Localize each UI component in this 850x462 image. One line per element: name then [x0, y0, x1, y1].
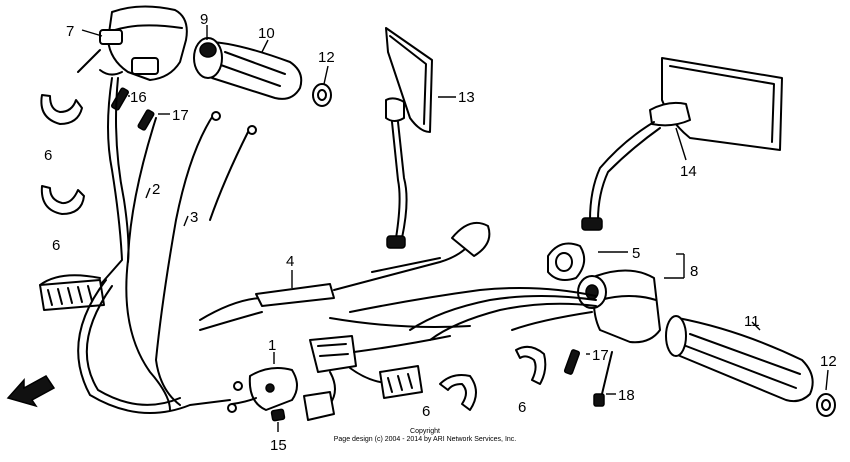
- copyright-notice: Page design (c) 2004 - 2014 by ARI Netwo…: [333, 436, 517, 443]
- front-direction-arrow-icon: [6, 375, 56, 408]
- left-switch-harness: [99, 77, 123, 286]
- small-clip-15: [270, 408, 286, 422]
- clamp-band-lower-left: [40, 185, 85, 215]
- callout-9: 9: [200, 11, 208, 28]
- callout-15: 15: [270, 437, 287, 454]
- harness-connector-left: [39, 274, 105, 311]
- right-switch-housing: [547, 242, 661, 344]
- callout-10: 10: [258, 25, 275, 42]
- callout-1: 1: [268, 337, 276, 354]
- screw-17-left: [137, 109, 155, 131]
- callout-16: 16: [130, 89, 147, 106]
- wire-connector-cluster: [303, 335, 451, 421]
- callout-3: 3: [190, 209, 198, 226]
- callout-8: 8: [690, 263, 698, 280]
- throttle-cable-2: [125, 117, 171, 411]
- left-mirror: [385, 27, 433, 249]
- callout-2: 2: [152, 181, 160, 198]
- left-switch-housing: [77, 5, 188, 81]
- grip-end-cap-left: [312, 83, 332, 107]
- callout-5: 5: [632, 245, 640, 262]
- callout-18: 18: [618, 387, 635, 404]
- screw-18: [593, 351, 613, 407]
- callout-11: 11: [744, 313, 760, 330]
- left-grip: [193, 37, 303, 100]
- callout-6-center: 6: [422, 403, 430, 420]
- throttle-cable-3: [155, 113, 215, 406]
- bracket-part-1: [227, 367, 298, 413]
- right-grip: [665, 315, 814, 403]
- screw-17-right: [563, 349, 581, 375]
- callout-14: 14: [680, 163, 697, 180]
- callout-12-upper: 12: [318, 49, 335, 66]
- callout-17-left: 17: [172, 107, 189, 124]
- grip-end-cap-right: [816, 393, 836, 417]
- grip-end-cap-left-inner: [317, 89, 327, 101]
- callout-labels: 7 9 10 12 13 16 17 6 2 3 6 4 14 5 8 11 1…: [44, 11, 837, 454]
- right-switch-harness: [409, 295, 597, 331]
- clamp-band-upper-left: [40, 94, 83, 125]
- callout-13: 13: [458, 89, 475, 106]
- callout-6-lower: 6: [52, 237, 60, 254]
- callout-4: 4: [286, 253, 294, 270]
- clamp-band-right: [515, 345, 547, 385]
- clutch-cable-4: [199, 222, 491, 331]
- clamp-band-center: [439, 374, 477, 411]
- callout-6-right: 6: [518, 399, 526, 416]
- callout-6-upper: 6: [44, 147, 52, 164]
- screw-16: [111, 87, 129, 111]
- right-mirror: [581, 57, 783, 231]
- copyright-label: Copyright: [410, 428, 440, 435]
- leader-lines: [81, 25, 829, 432]
- callout-17-right: 17: [592, 347, 609, 364]
- callout-12-lower: 12: [820, 353, 837, 370]
- callout-7: 7: [66, 23, 74, 40]
